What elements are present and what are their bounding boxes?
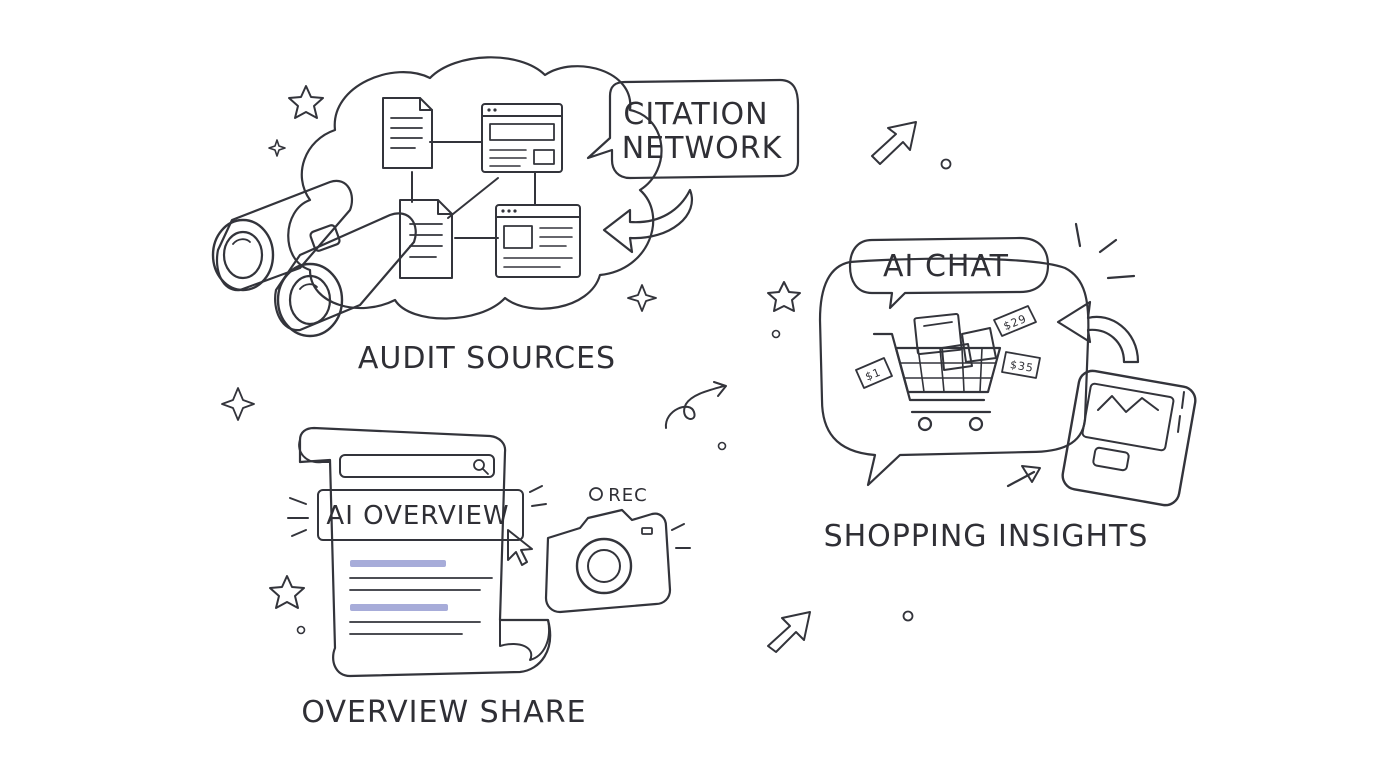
rec-dot <box>589 487 603 501</box>
search-bar-icon <box>339 454 495 478</box>
burst-lines <box>1074 222 1136 280</box>
sparkle-icon <box>221 387 255 421</box>
arrow-icon <box>602 188 693 254</box>
camera-burst-lines <box>671 523 691 549</box>
cloud-shape <box>287 56 663 320</box>
document-icon <box>399 199 453 279</box>
dot-decoration <box>296 625 306 635</box>
network-links <box>411 141 536 239</box>
document-icon <box>382 97 433 169</box>
binoculars-icon <box>211 179 417 338</box>
price-tag-icon: $35 <box>1001 351 1041 379</box>
overview-share-group: AI OVERVIEW <box>269 426 691 730</box>
arrow-icon <box>1006 465 1041 488</box>
emphasis-lines <box>287 485 547 537</box>
audit-sources-group: CITATION NETWORK AUDIT SOURCES <box>211 56 800 376</box>
sparkle-icon <box>268 139 286 157</box>
sparkle-icon <box>627 284 657 312</box>
star-icon <box>269 575 305 609</box>
cursor-icon <box>507 529 533 566</box>
shopping-insights-group: AI CHAT $29 <box>767 222 1197 554</box>
browser-window-icon <box>495 204 581 278</box>
star-icon <box>767 281 801 312</box>
price-tag-icon: $1 <box>855 357 893 389</box>
arrow-icon <box>871 121 917 165</box>
browser-window-icon <box>481 103 563 173</box>
tablet-chart-icon <box>1061 369 1197 507</box>
price-tag-left: $1 <box>863 365 883 383</box>
arrow-icon <box>664 381 727 429</box>
citation-network-label-line2: NETWORK <box>622 131 783 166</box>
ai-chat-bubble: AI CHAT <box>848 236 1050 310</box>
ai-overview-box: AI OVERVIEW <box>317 489 524 541</box>
decorations <box>221 121 952 653</box>
price-tag-right: $35 <box>1009 358 1035 375</box>
camera-icon <box>544 508 672 614</box>
arrow-icon <box>1056 300 1140 364</box>
overview-share-label: OVERVIEW SHARE <box>301 695 586 730</box>
star-icon <box>288 85 324 119</box>
shopping-insights-label: SHOPPING INSIGHTS <box>824 519 1149 554</box>
speech-bubble-icon <box>586 78 800 180</box>
speech-bubble-icon <box>818 257 1090 487</box>
content-lines <box>349 560 493 635</box>
citation-network-bubble: CITATION NETWORK <box>586 78 800 180</box>
arrow-icon <box>767 611 811 653</box>
price-tag-icon: $29 <box>993 305 1037 337</box>
ai-overview-label: AI OVERVIEW <box>326 501 509 531</box>
ai-chat-label: AI CHAT <box>883 249 1009 284</box>
scroll-paper <box>298 426 552 678</box>
citation-network-label-line1: CITATION <box>623 97 768 132</box>
rec-label: REC <box>608 485 647 506</box>
audit-sources-label: AUDIT SOURCES <box>358 341 616 376</box>
shopping-cart-icon <box>872 312 1002 432</box>
